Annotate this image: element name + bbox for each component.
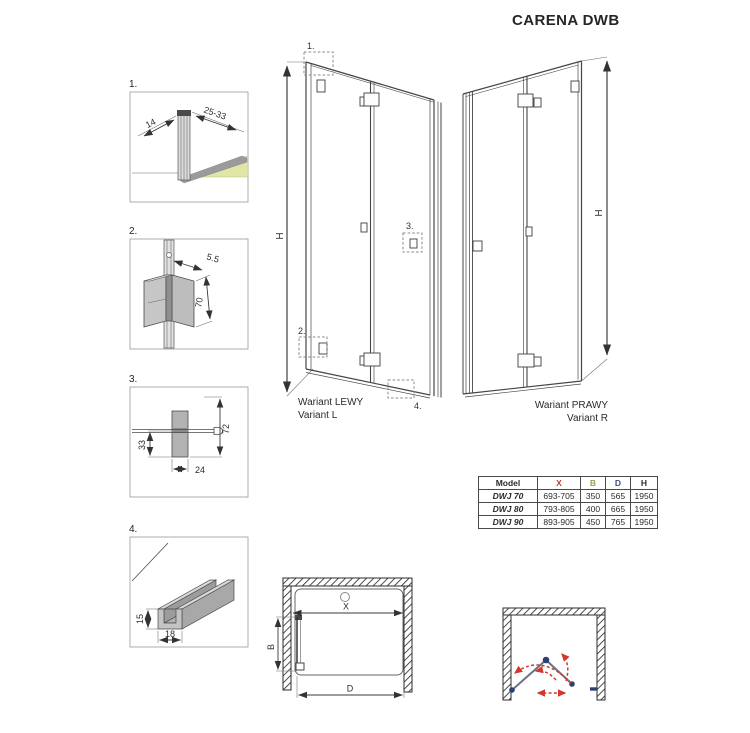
cell-model: DWJ 90: [478, 515, 538, 529]
detail-1-wall-profile: 1. 14 25-33: [129, 79, 249, 203]
cell-h: 1950: [630, 502, 658, 516]
dim-24: 24: [195, 465, 205, 475]
callout-1-box: [303, 51, 334, 76]
swing-walls: [502, 607, 606, 701]
dim-70: 70: [193, 297, 205, 309]
col-d: D: [605, 476, 631, 490]
cell-x: 793-805: [537, 502, 581, 516]
dim-72: 72: [221, 424, 231, 434]
door-outline-left: [305, 61, 442, 399]
detail-2-label: 2.: [129, 226, 137, 237]
hinge-right-wing: [171, 274, 195, 328]
door-variant-right: H Wariant PRAWY Variant R: [462, 56, 612, 424]
cell-model: DWJ 70: [478, 489, 538, 503]
col-x: X: [537, 476, 581, 490]
plan-walls: [282, 577, 413, 693]
page-title: CARENA DWB: [512, 12, 620, 29]
height-label-right: H: [594, 209, 605, 216]
detail-3-handle: 3. 33 72 24: [129, 374, 249, 498]
drain-circle: [340, 592, 350, 602]
cell-d: 765: [605, 515, 631, 529]
hinge-left-wing: [143, 274, 167, 328]
door-fold-dot: [542, 656, 550, 664]
swing-door-folded: [509, 656, 597, 693]
d-dim-label: D: [347, 684, 354, 694]
plan-d-dimension: D: [296, 676, 405, 699]
handle-block: [171, 410, 189, 458]
detail-2-frame: [129, 238, 249, 350]
b-dim-label: B: [266, 644, 276, 650]
dim-18: 18: [165, 629, 175, 639]
callout-1-label: 1.: [307, 41, 315, 51]
callout-2-label: 2.: [298, 326, 306, 336]
callout-4-label: 4.: [414, 401, 422, 411]
caption-left-en: Variant L: [298, 410, 338, 421]
cell-d: 565: [605, 489, 631, 503]
profile-seal-cap: [177, 110, 191, 116]
plan-x-dimension: X: [292, 602, 403, 617]
dim-25-33: 25-33: [202, 105, 227, 122]
caption-right-pl: Wariant PRAWY: [535, 400, 608, 411]
table-row: DWJ 80 793-805 400 665 1950: [478, 502, 658, 516]
caption-right-en: Variant R: [567, 413, 608, 424]
detail-1-label: 1.: [129, 79, 137, 90]
cell-b: 400: [580, 502, 606, 516]
height-label-left: H: [275, 232, 286, 239]
door-hardware-right: [472, 80, 580, 368]
dim-14: 14: [144, 117, 157, 130]
swing-arrows: [513, 653, 572, 697]
plan-door: [295, 615, 305, 671]
cell-d: 665: [605, 502, 631, 516]
cell-b: 350: [580, 489, 606, 503]
dim-5-5: 5.5: [205, 252, 220, 265]
detail-3-drawing: 33 72 24: [132, 396, 231, 475]
door-swing-schematic: [502, 607, 606, 701]
detail-3-label: 3.: [129, 374, 137, 385]
detail-2-drawing: 5.5 70: [143, 239, 220, 349]
height-dimension-left: H: [275, 61, 314, 397]
callout-3-label: 3.: [406, 221, 414, 231]
col-model: Model: [478, 476, 538, 490]
table-header-row: Model X B D H: [478, 476, 658, 490]
x-dim-label: X: [343, 602, 349, 612]
detail-1-frame: [129, 91, 249, 203]
detail-4-label: 4.: [129, 524, 137, 535]
col-b: B: [580, 476, 606, 490]
height-dimension-right: H: [581, 56, 612, 382]
channel-front-face: [157, 608, 183, 630]
door-variant-left: H 1. 2. 3. 4. Wariant LEWY Variant L: [275, 41, 442, 421]
detail-3-frame: [129, 386, 249, 498]
table-row: DWJ 70 693-705 350 565 1950: [478, 489, 658, 503]
detail-4-frame: [129, 536, 249, 648]
caption-left-pl: Wariant LEWY: [298, 397, 364, 408]
door-outline-right: [462, 60, 583, 398]
dim-33: 33: [137, 440, 147, 450]
cell-x: 893-905: [537, 515, 581, 529]
dim-15: 15: [135, 614, 145, 624]
callout-3-box: [402, 232, 423, 253]
cell-h: 1950: [630, 489, 658, 503]
cell-b: 450: [580, 515, 606, 529]
detail-4-channel: 4. 15 18: [129, 524, 249, 648]
door-pivot-dot: [509, 687, 515, 693]
detail-1-drawing: 14 25-33: [132, 105, 249, 184]
cell-x: 693-705: [537, 489, 581, 503]
col-h: H: [630, 476, 658, 490]
table-row: DWJ 90 893-905 450 765 1950: [478, 515, 658, 529]
cell-h: 1950: [630, 515, 658, 529]
door-hardware-left: [316, 79, 418, 367]
door-callouts-left: 1. 2. 3. 4.: [298, 41, 423, 411]
plan-b-dimension: B: [266, 616, 297, 672]
callout-4-box: [387, 379, 415, 399]
plan-top-view: X B D: [266, 577, 413, 699]
detail-4-drawing: 15 18: [131, 542, 236, 644]
detail-2-hinge: 2. 5.5 70: [129, 226, 249, 350]
callout-2-box: [298, 336, 328, 358]
spec-table: Model X B D H DWJ 70 693-705 350 565 195…: [478, 476, 658, 529]
cell-model: DWJ 80: [478, 502, 538, 516]
